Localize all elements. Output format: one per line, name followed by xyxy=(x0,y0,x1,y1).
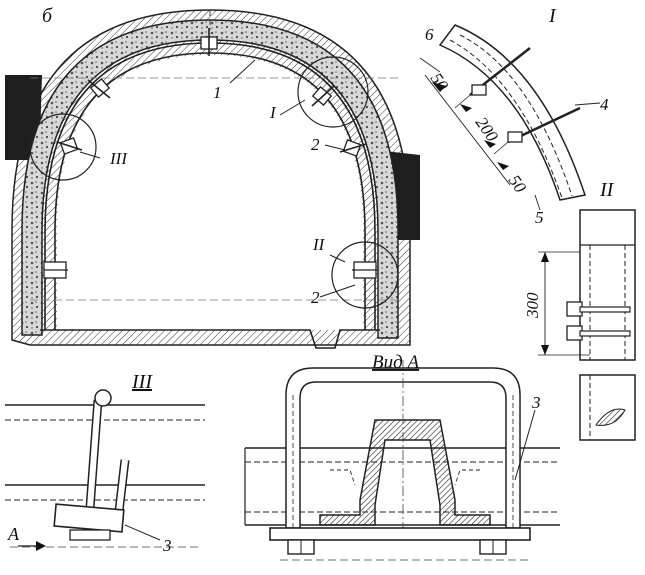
detail-II-beam-upper xyxy=(579,209,636,361)
tunnel-floor xyxy=(40,329,380,349)
tunnel-opening xyxy=(57,55,363,330)
dim-50-top: 50 xyxy=(427,69,453,94)
detail-I-beam xyxy=(438,24,586,201)
callout-ref-I: I xyxy=(269,103,277,122)
callout-5: 5 xyxy=(535,208,544,227)
detail-II-drawing xyxy=(538,209,636,441)
view-A-drawing xyxy=(244,360,560,561)
callout-4: 4 xyxy=(600,95,609,114)
tunnel-section xyxy=(5,9,420,349)
detail-III-plate xyxy=(53,503,125,533)
clamp-upper-left xyxy=(87,77,111,99)
clamp-right-mid xyxy=(339,139,367,157)
callout-3a: 3 xyxy=(162,536,172,555)
detail-circle-II xyxy=(331,241,399,309)
detail-I-drawing xyxy=(419,24,601,211)
dim-50-bottom: 50 xyxy=(505,171,531,196)
callout-6: 6 xyxy=(425,25,434,44)
detail-III-drawing xyxy=(5,389,205,551)
callout-ref-III: III xyxy=(109,149,128,168)
callout-2b: 2 xyxy=(311,288,320,307)
clamp-upper-right xyxy=(311,85,335,107)
label-main: б xyxy=(42,5,53,27)
clamp-top xyxy=(200,28,218,56)
rock-mass-left xyxy=(5,75,42,160)
callout-2a: 2 xyxy=(311,135,320,154)
callout-1: 1 xyxy=(213,83,222,102)
view-title-A: Вид А xyxy=(372,352,419,373)
detail-II-beam-lower xyxy=(579,374,636,441)
clamp-right-low xyxy=(352,261,378,279)
clamp-left-mid xyxy=(56,137,83,155)
detail-circle-III xyxy=(29,113,97,181)
clamp-left-low xyxy=(43,261,68,279)
view-A-plate xyxy=(269,527,531,541)
view-title-II: II xyxy=(599,179,615,201)
dim-300: 300 xyxy=(523,292,542,319)
concrete-lining xyxy=(21,19,399,339)
callout-ref-II: II xyxy=(312,235,326,254)
view-title-III: III xyxy=(131,371,153,393)
view-A-profile xyxy=(319,419,491,526)
callout-3b: 3 xyxy=(531,393,541,412)
detail-circle-I xyxy=(297,56,369,128)
labels: б 1 I 2 III II 2 I 6 4 5 50 200 50 II 30… xyxy=(7,5,615,555)
arrow-A-label: A xyxy=(7,524,20,544)
view-title-I: I xyxy=(548,5,557,27)
